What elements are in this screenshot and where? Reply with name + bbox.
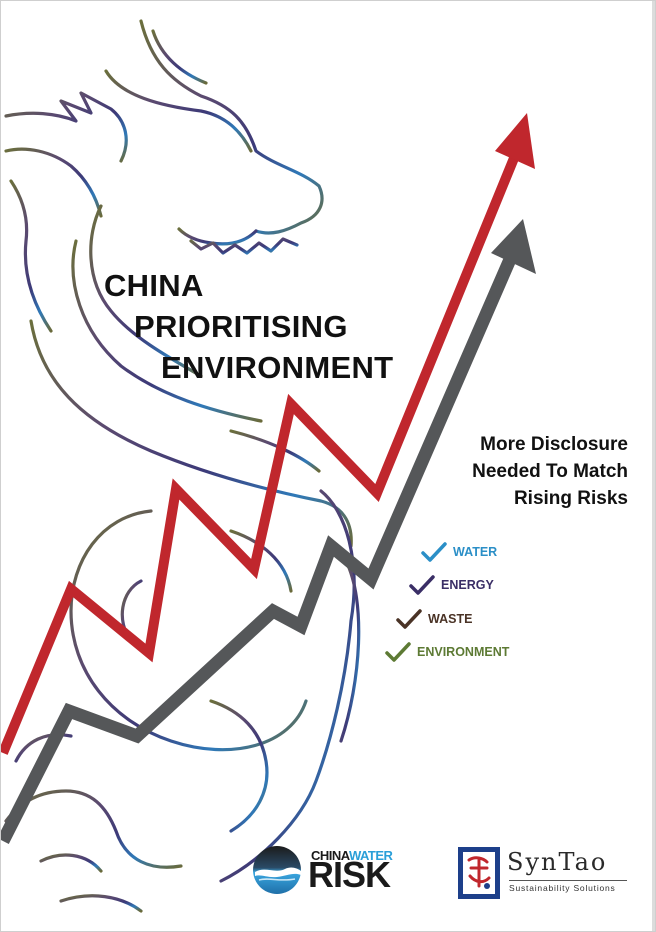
title-line-1: CHINA: [104, 268, 204, 303]
syntao-divider: [509, 880, 627, 881]
syntao-emblem-icon: [458, 847, 500, 899]
dragon-outline: [4, 19, 361, 913]
water-globe-icon: [253, 846, 301, 894]
checkmark-icon: [396, 609, 422, 629]
syntao-logo: SynTao Sustainability Solutions: [457, 846, 632, 901]
syntao-wordmark: SynTao: [507, 848, 608, 876]
checklist-item-energy: ENERGY: [409, 575, 494, 595]
checklist-label: ENVIRONMENT: [417, 645, 510, 659]
china-water-risk-logo: CHINAWATER RISK: [251, 844, 416, 896]
cwr-wordmark-risk: RISK: [308, 854, 391, 895]
syntao-tagline: Sustainability Solutions: [509, 883, 616, 893]
cwr-word-water: WATER: [348, 848, 393, 863]
checkmark-icon: [385, 642, 411, 662]
checkmark-icon: [421, 542, 447, 562]
checklist-label: WATER: [453, 545, 498, 559]
subtitle-line-2: Needed To Match: [472, 461, 628, 482]
checkmark-icon: [409, 575, 435, 595]
checklist-item-water: WATER: [421, 542, 497, 562]
subtitle-line-3: Rising Risks: [513, 488, 628, 509]
checklist-item-waste: WASTE: [396, 609, 472, 629]
cwr-word-china: CHINA: [311, 848, 349, 863]
checklist-item-environment: ENVIRONMENT: [385, 642, 509, 662]
red-trend-arrow: [1, 113, 535, 755]
checklist-label: WASTE: [428, 612, 473, 626]
checklist-label: ENERGY: [441, 578, 494, 592]
title-line-2: PRIORITISING: [134, 309, 348, 344]
grey-trend-arrow: [1, 219, 536, 844]
title-line-3: ENVIRONMENT: [161, 350, 394, 385]
subtitle-line-1: More Disclosure: [480, 434, 628, 455]
subtitle: More Disclosure Needed To Match Rising R…: [472, 431, 628, 512]
cwr-wordmark-small: CHINAWATER: [311, 848, 393, 863]
